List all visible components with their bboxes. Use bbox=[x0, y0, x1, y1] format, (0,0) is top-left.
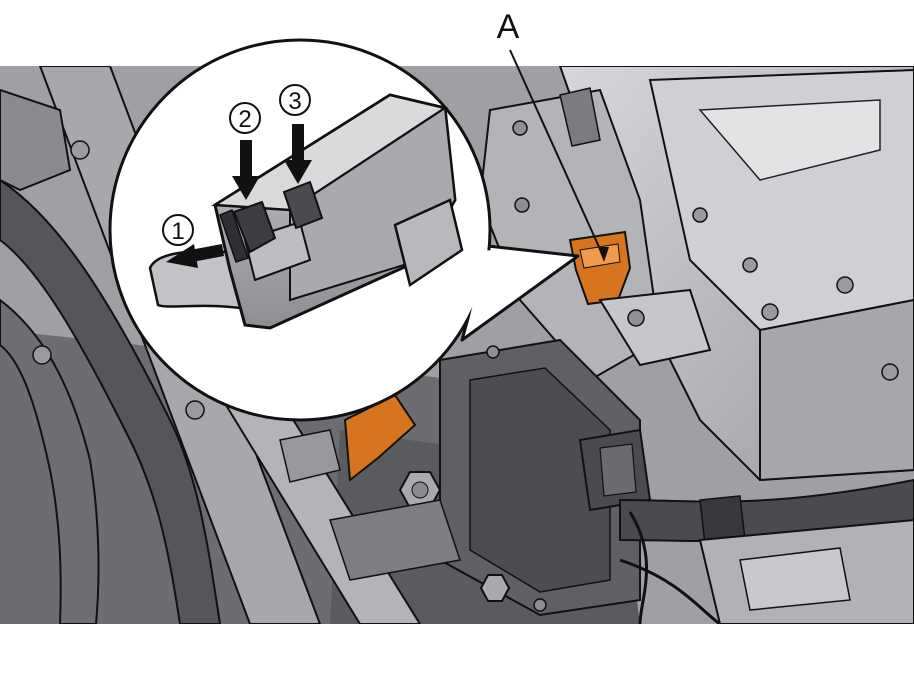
lock-tab-3 bbox=[282, 180, 324, 230]
magnified-inset: 1 2 3 bbox=[108, 38, 580, 422]
step-3-marker: 3 bbox=[279, 84, 311, 116]
lock-tab-2 bbox=[232, 200, 277, 254]
step-2-marker: 2 bbox=[229, 102, 261, 134]
step-1-marker: 1 bbox=[162, 214, 194, 246]
arrow-down-icon bbox=[598, 247, 609, 262]
svg-text:3: 3 bbox=[288, 88, 301, 115]
svg-text:2: 2 bbox=[238, 106, 251, 133]
wire-harness bbox=[619, 478, 914, 543]
callout-leader-line bbox=[509, 49, 605, 259]
arrow-down-icon bbox=[232, 140, 260, 200]
callout-label-a: A bbox=[497, 8, 520, 46]
inset-connector bbox=[148, 93, 464, 330]
bolt bbox=[479, 574, 511, 602]
arrow-down-icon bbox=[284, 124, 312, 184]
arrow-left-icon bbox=[166, 244, 224, 268]
svg-text:1: 1 bbox=[171, 218, 184, 245]
